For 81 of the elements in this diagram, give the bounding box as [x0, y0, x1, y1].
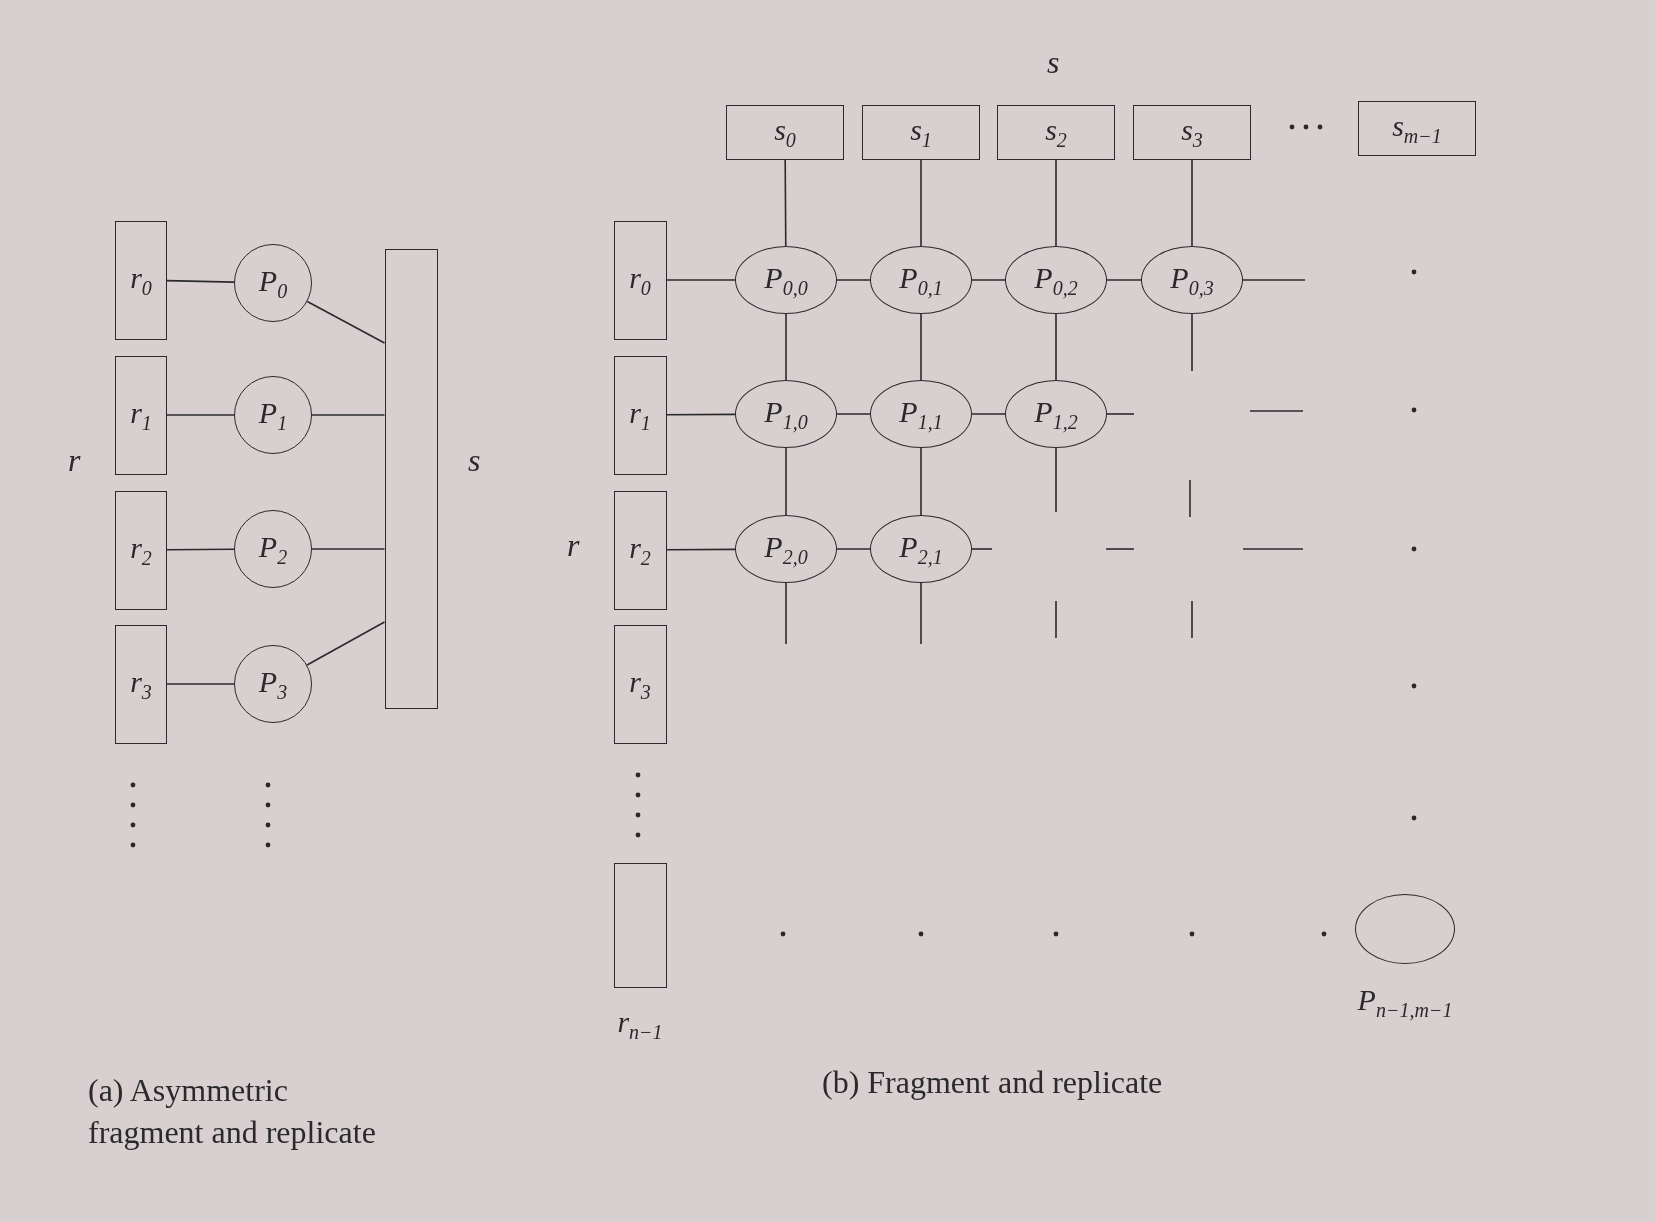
node-label: s$_{m−1}$ [1392, 110, 1442, 146]
node-label: r$_{2}$ [629, 532, 651, 568]
node-label: P$_{3}$ [258, 666, 288, 702]
connector-line [971, 279, 1006, 281]
connector-line [920, 158, 922, 247]
connector-line [306, 621, 386, 666]
connector-line [166, 683, 235, 685]
connector-line [785, 447, 787, 516]
axis-letter: r [68, 441, 81, 480]
process-box [997, 104, 1115, 160]
node-label: P$_{2}$ [258, 531, 288, 567]
node-label: r$_{1}$ [629, 397, 651, 433]
connector-line [784, 158, 787, 247]
axis-letter: r [567, 526, 580, 565]
process-box [613, 220, 667, 340]
process-box [862, 104, 980, 160]
node-label: r$_{3}$ [629, 666, 651, 702]
connector-line [166, 414, 235, 416]
process-box [384, 249, 438, 709]
node-label: r$_{1}$ [130, 397, 152, 433]
node-label: s$_{1}$ [910, 114, 932, 150]
connector-line [971, 413, 1006, 415]
connector-line [665, 548, 736, 551]
connector-line [665, 413, 736, 416]
connector-line [920, 447, 922, 516]
connector-line [785, 582, 787, 645]
node-label: s$_{2}$ [1045, 114, 1067, 150]
node-label: P$_{0,3}$ [1170, 262, 1214, 298]
node-label: r$_{0}$ [130, 262, 152, 298]
node-label: P$_{2,1}$ [899, 531, 943, 567]
connector-line [1106, 279, 1142, 281]
connector-line [836, 413, 871, 415]
caption: (a) Asymmetric fragment and replicate [88, 1071, 377, 1152]
node-label: P$_{1}$ [258, 397, 288, 433]
process-box [1358, 100, 1476, 156]
connector-line [1055, 313, 1057, 381]
caption: (b) Fragment and replicate [822, 1063, 1163, 1102]
connector-line [311, 548, 386, 550]
connector-line [836, 548, 871, 550]
process-box [613, 624, 667, 744]
node-label: P$_{0}$ [258, 265, 288, 301]
axis-letter: s [468, 441, 481, 480]
process-box [115, 624, 167, 744]
connector-line [1106, 413, 1135, 415]
node-label: P$_{1,0}$ [764, 396, 808, 432]
node-label: r$_{n−1}$ [617, 1006, 663, 1042]
connector-line [1191, 158, 1193, 247]
node-label: s$_{0}$ [774, 114, 796, 150]
node-label: P$_{0,0}$ [764, 262, 808, 298]
connector-line [311, 414, 386, 416]
process-box [115, 490, 167, 610]
connector-line [836, 279, 871, 281]
process-box [726, 104, 844, 160]
node-label: r$_{0}$ [629, 262, 651, 298]
node-label: r$_{3}$ [130, 666, 152, 702]
node-label: P$_{0,1}$ [899, 262, 943, 298]
connector-line [1055, 447, 1057, 513]
process-box [115, 220, 167, 340]
node-label: s$_{3}$ [1181, 114, 1203, 150]
connector-line [1242, 279, 1306, 281]
process-box [613, 490, 667, 610]
connector-line [920, 313, 922, 381]
connector-line [306, 300, 386, 344]
connector-line [1191, 313, 1193, 372]
connector-line [665, 279, 736, 281]
connector-line [166, 279, 235, 283]
process-box [1133, 104, 1251, 160]
process-box [115, 355, 167, 475]
node-label: P$_{0,2}$ [1034, 262, 1078, 298]
connector-line [971, 548, 993, 550]
axis-letter: s [1047, 43, 1060, 82]
node-label: P$_{n−1,m−1}$ [1357, 985, 1453, 1020]
node-label: P$_{2,0}$ [764, 531, 808, 567]
node-label: r$_{2}$ [130, 532, 152, 568]
connector-line [166, 548, 235, 551]
connector-line [785, 313, 787, 381]
connector-line [920, 582, 922, 645]
node-label: P$_{1,2}$ [1034, 396, 1078, 432]
connector-line [1055, 158, 1057, 247]
process-box [613, 355, 667, 475]
node-label: P$_{1,1}$ [899, 396, 943, 432]
